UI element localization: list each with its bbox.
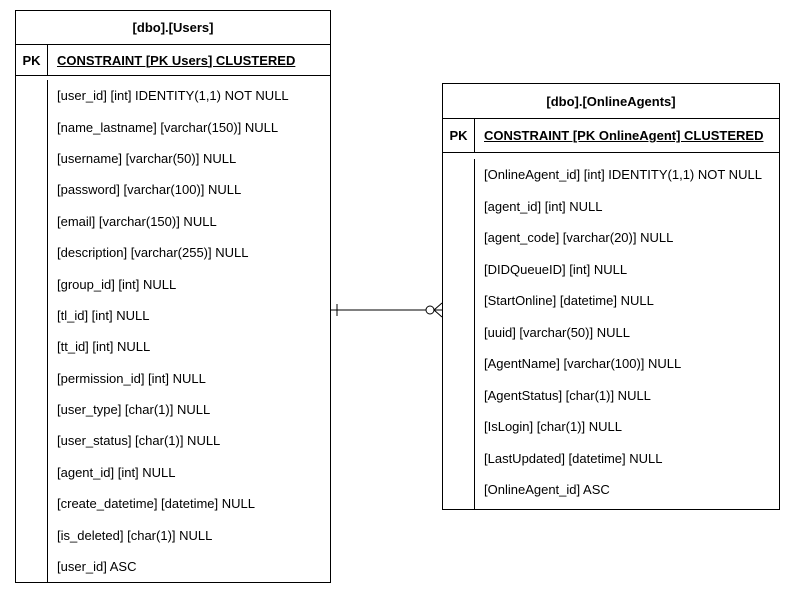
users-pk-label: PK — [16, 45, 48, 75]
online-agents-field: [LastUpdated] [datetime] NULL — [484, 450, 663, 466]
users-entity-title: [dbo].[Users] — [16, 11, 330, 45]
online-agents-pk-constraint: CONSTRAINT [PK OnlineAgent] CLUSTERED — [484, 128, 764, 143]
crowfoot-upper — [433, 302, 443, 311]
online-agents-fields-section: [OnlineAgent_id] [int] IDENTITY(1,1) NOT… — [443, 153, 779, 509]
online-agents-field-list: [OnlineAgent_id] [int] IDENTITY(1,1) NOT… — [475, 159, 779, 509]
users-field: [user_status] [char(1)] NULL — [57, 433, 221, 449]
users-field: [tt_id] [int] NULL — [57, 339, 151, 355]
users-field: [is_deleted] [char(1)] NULL — [57, 527, 213, 543]
online-agents-pk-label: PK — [443, 119, 475, 152]
online-agents-field: [IsLogin] [char(1)] NULL — [484, 419, 623, 435]
online-agents-pk-row: PK CONSTRAINT [PK OnlineAgent] CLUSTERED — [443, 119, 779, 153]
crowfoot-lower — [433, 309, 443, 318]
users-field: [password] [varchar(100)] NULL — [57, 182, 242, 198]
online-agents-field: [OnlineAgent_id] [int] IDENTITY(1,1) NOT… — [484, 167, 762, 183]
users-pk-row: PK CONSTRAINT [PK Users] CLUSTERED — [16, 45, 330, 76]
users-entity[interactable]: [dbo].[Users] PK CONSTRAINT [PK Users] C… — [15, 10, 331, 583]
online-agents-field: [OnlineAgent_id] ASC — [484, 482, 610, 498]
online-agents-field: [AgentStatus] [char(1)] NULL — [484, 387, 651, 403]
users-field: [email] [varchar(150)] NULL — [57, 213, 217, 229]
users-field: [username] [varchar(50)] NULL — [57, 150, 237, 166]
users-field: [permission_id] [int] NULL — [57, 370, 206, 386]
users-field: [description] [varchar(255)] NULL — [57, 245, 249, 261]
online-agents-field: [agent_id] [int] NULL — [484, 198, 603, 214]
online-agents-field: [StartOnline] [datetime] NULL — [484, 293, 654, 309]
online-agents-field: [agent_code] [varchar(20)] NULL — [484, 230, 674, 246]
users-field-list: [user_id] [int] IDENTITY(1,1) NOT NULL [n… — [48, 80, 330, 582]
users-field: [agent_id] [int] NULL — [57, 464, 176, 480]
online-agents-field: [DIDQueueID] [int] NULL — [484, 261, 628, 277]
users-pk-constraint: CONSTRAINT [PK Users] CLUSTERED — [57, 52, 296, 68]
online-agents-field: [AgentName] [varchar(100)] NULL — [484, 356, 682, 372]
users-field: [tl_id] [int] NULL — [57, 307, 150, 323]
zero-cardinality-circle — [425, 305, 435, 315]
users-key-column — [16, 80, 48, 582]
users-field: [group_id] [int] NULL — [57, 276, 177, 292]
users-field: [user_id] ASC — [57, 559, 137, 575]
users-field: [user_id] [int] IDENTITY(1,1) NOT NULL — [57, 88, 289, 104]
online-agents-entity[interactable]: [dbo].[OnlineAgents] PK CONSTRAINT [PK O… — [442, 83, 780, 510]
users-fields-section: [user_id] [int] IDENTITY(1,1) NOT NULL [n… — [16, 76, 330, 582]
online-agents-entity-title: [dbo].[OnlineAgents] — [443, 84, 779, 119]
users-field: [user_type] [char(1)] NULL — [57, 402, 211, 418]
online-agents-key-column — [443, 159, 475, 509]
users-field: [name_lastname] [varchar(150)] NULL — [57, 119, 279, 135]
users-field: [create_datetime] [datetime] NULL — [57, 496, 255, 512]
online-agents-field: [uuid] [varchar(50)] NULL — [484, 324, 630, 340]
